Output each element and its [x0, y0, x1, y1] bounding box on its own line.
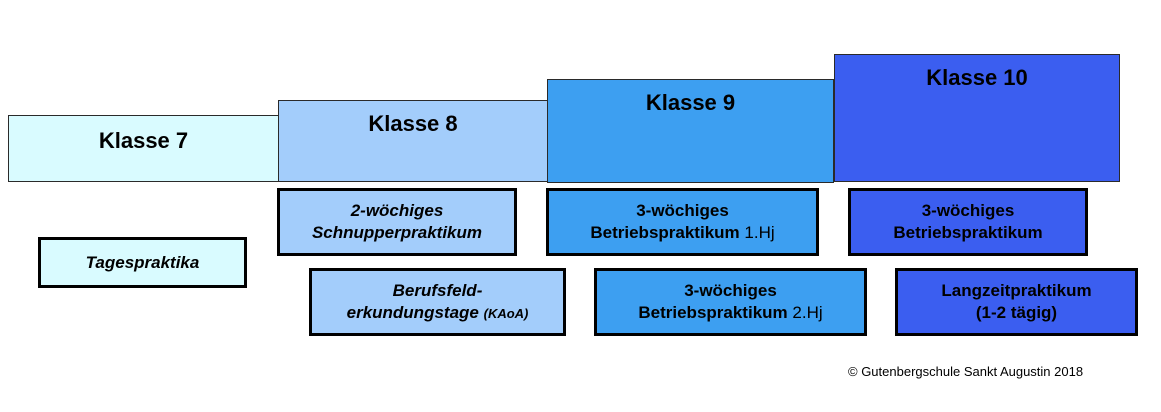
klasse-7-label: Klasse 7: [98, 128, 189, 153]
betrieb9a-line-1: 3-wöchiges: [636, 201, 729, 220]
langzeit-line-2: (1-2 tägig): [975, 303, 1058, 322]
beruf-line-1: Berufsfeld-: [392, 280, 483, 300]
klasse-8-block: Klasse 8: [278, 100, 548, 182]
betrieb9b-hj: 2.Hj: [792, 303, 823, 322]
klasse-8-label: Klasse 8: [368, 111, 458, 136]
tagespraktika-label: Tagespraktika: [85, 252, 200, 272]
tagespraktika-box: Tagespraktika: [38, 237, 247, 288]
betrieb9b-line-1: 3-wöchiges: [684, 281, 777, 300]
betrieb10-line-2: Betriebspraktikum: [893, 223, 1043, 242]
copyright-note: © Gutenbergschule Sankt Augustin 2018: [848, 364, 1084, 379]
langzeit-line-1: Langzeitpraktikum: [941, 281, 1092, 300]
schnupper-line-2: Schnupperpraktikum: [311, 223, 483, 242]
betrieb9a-line-2-main: Betriebspraktikum: [590, 223, 740, 242]
klasse-7-block: Klasse 7: [8, 115, 279, 182]
klasse-10-label: Klasse 10: [926, 65, 1028, 90]
betriebspraktikum-9-1hj-box: 3-wöchiges Betriebspraktikum 1.Hj: [546, 188, 819, 256]
beruf-kaoa: (KAoA): [483, 305, 529, 321]
betrieb9b-line-2: Betriebspraktikum 2.Hj: [638, 302, 822, 324]
langzeitpraktikum-box: Langzeitpraktikum (1-2 tägig): [895, 268, 1138, 336]
betriebspraktikum-10-box: 3-wöchiges Betriebspraktikum: [848, 188, 1088, 256]
betrieb9a-hj: 1.Hj: [744, 223, 775, 242]
betrieb10-line-1: 3-wöchiges: [921, 201, 1015, 220]
betrieb9a-line-2: Betriebspraktikum 1.Hj: [590, 222, 774, 244]
betrieb9b-line-2-main: Betriebspraktikum: [638, 303, 788, 322]
beruf-line-2: erkundungstage (KAoA): [347, 302, 529, 325]
klasse-9-label: Klasse 9: [645, 90, 736, 115]
schnupperpraktikum-box: 2-wöchiges Schnupperpraktikum: [277, 188, 517, 256]
betriebspraktikum-9-2hj-box: 3-wöchiges Betriebspraktikum 2.Hj: [594, 268, 867, 336]
klasse-10-block: Klasse 10: [834, 54, 1120, 182]
berufsfelderkundung-box: Berufsfeld- erkundungstage (KAoA): [309, 268, 566, 336]
klasse-9-block: Klasse 9: [547, 79, 834, 183]
schnupper-line-1: 2-wöchiges: [350, 201, 444, 220]
beruf-line-2-main: erkundungstage: [346, 302, 479, 322]
